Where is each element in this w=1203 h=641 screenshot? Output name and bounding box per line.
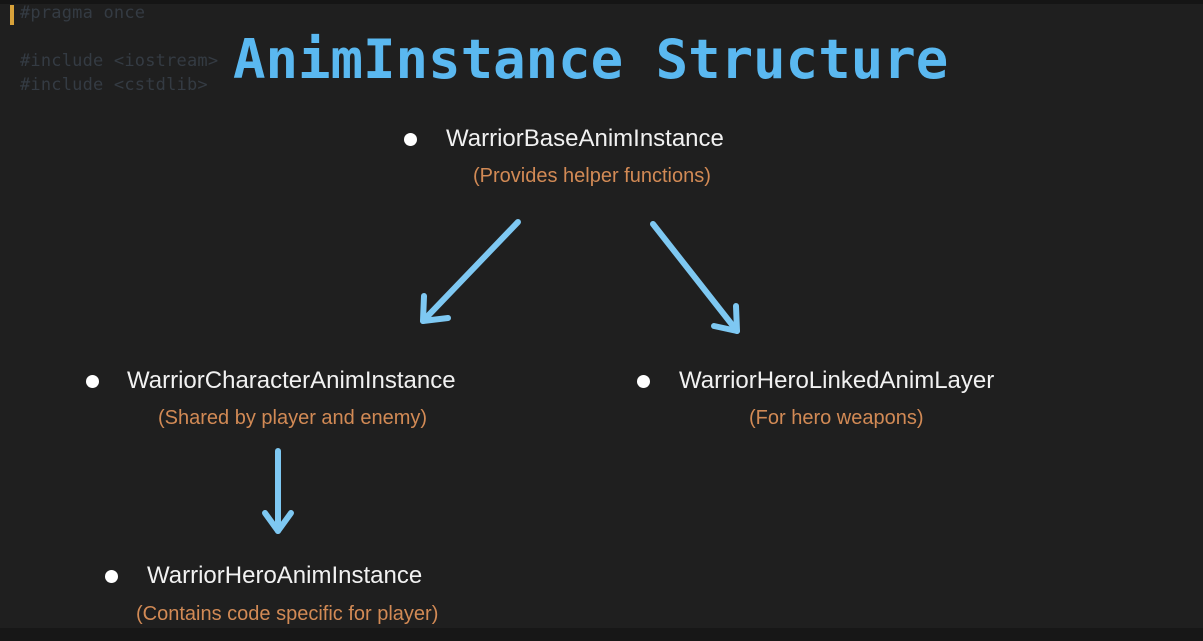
bottom-edge: [0, 628, 1203, 641]
editor-line-marker: [10, 5, 14, 25]
page-title: AnimInstance Structure: [233, 28, 949, 91]
code-line-pragma: #pragma once: [20, 3, 146, 23]
code-line-include-cstdlib: #include <cstdlib>: [20, 75, 208, 95]
node-character-name: WarriorCharacterAnimInstance: [127, 367, 456, 394]
node-base-desc: (Provides helper functions): [473, 165, 711, 187]
editor-top-bar: [0, 0, 1203, 4]
node-linked-name: WarriorHeroLinkedAnimLayer: [679, 367, 995, 394]
arrow-base-to-linked: [650, 221, 740, 334]
node-hero-desc: (Contains code specific for player): [136, 603, 439, 625]
node-character-desc: (Shared by player and enemy): [158, 407, 428, 429]
bullet-hero: [105, 570, 118, 583]
bullet-linked: [637, 375, 650, 388]
arrow-character-to-hero: [262, 448, 294, 534]
arrow-base-to-character: [420, 219, 521, 324]
node-base-name: WarriorBaseAnimInstance: [446, 125, 724, 152]
bullet-character: [86, 375, 99, 388]
code-line-include-iostream: #include <iostream>: [20, 51, 219, 71]
bullet-base: [404, 133, 417, 146]
node-hero-name: WarriorHeroAnimInstance: [147, 562, 423, 589]
node-linked-desc: (For hero weapons): [749, 407, 924, 429]
